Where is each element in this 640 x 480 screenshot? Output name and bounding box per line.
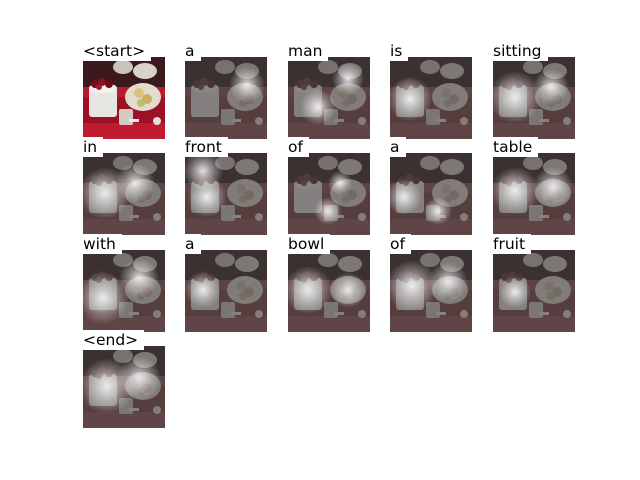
caption-word: of [288,137,309,157]
attention-map [493,250,575,332]
attention-hotspot [493,71,541,123]
attention-hotspot [533,69,569,105]
caption-word: in [83,137,104,157]
attention-hotspot [390,77,432,121]
attention-map [185,153,267,235]
attention-cell: of [390,234,472,332]
attention-map [185,250,267,332]
attention-map [288,57,370,139]
attention-cell: fruit [493,234,575,332]
attention-cell: <end> [83,330,165,428]
attention-hotspot [428,262,468,302]
caption-word: fruit [493,234,532,254]
caption-word: man [288,41,329,61]
attention-hotspot [115,163,155,203]
attention-map [185,57,267,139]
caption-word: sitting [493,41,548,61]
attention-hotspot [314,197,342,225]
attention-cell: with [83,234,165,332]
source-photo [83,57,165,139]
caption-word: a [185,41,201,61]
attention-map [83,250,165,332]
attention-hotspot [533,167,573,207]
caption-word: <start> [83,41,152,61]
caption-word: a [185,234,201,254]
attention-hotspot [300,89,336,125]
attention-hotspot [499,276,531,308]
attention-hotspot [288,266,332,314]
attention-hotspot [332,63,364,95]
attention-map [288,250,370,332]
attention-map [83,153,165,235]
attention-map [493,153,575,235]
attention-cell: a [185,234,267,332]
attention-map [288,153,370,235]
caption-word: <end> [83,330,145,350]
caption-word: front [185,137,228,157]
attention-hotspot [390,260,438,312]
attention-hotspot [330,272,366,308]
attention-hotspot [83,272,129,324]
attention-map [390,153,472,235]
attention-cell: front [185,137,267,235]
attention-cell: bowl [288,234,370,332]
attention-cell: table [493,137,575,235]
attention-hotspot [117,356,161,400]
caption-word: of [390,234,411,254]
attention-map [493,57,575,139]
attention-map [390,57,472,139]
caption-word: is [390,41,409,61]
attention-hotspot [229,67,265,103]
attention-hotspot [119,258,159,298]
attention-hotspot [185,272,221,308]
caption-word: table [493,137,539,157]
attention-map [390,250,472,332]
attention-cell: a [185,41,267,139]
attention-cell: sitting [493,41,575,139]
attention-cell: <start> [83,41,165,139]
caption-word: bowl [288,234,331,254]
attention-hotspot [328,171,352,195]
caption-word: with [83,234,122,254]
attention-cell: a [390,137,472,235]
attention-cell: in [83,137,165,235]
attention-hotspot [390,179,422,215]
attention-cell: is [390,41,472,139]
caption-word: a [390,137,406,157]
attention-hotspot [187,177,227,217]
attention-hotspot [424,197,452,225]
attention-map [83,346,165,428]
attention-cell: man [288,41,370,139]
attention-hotspot [493,167,539,215]
attention-cell: of [288,137,370,235]
